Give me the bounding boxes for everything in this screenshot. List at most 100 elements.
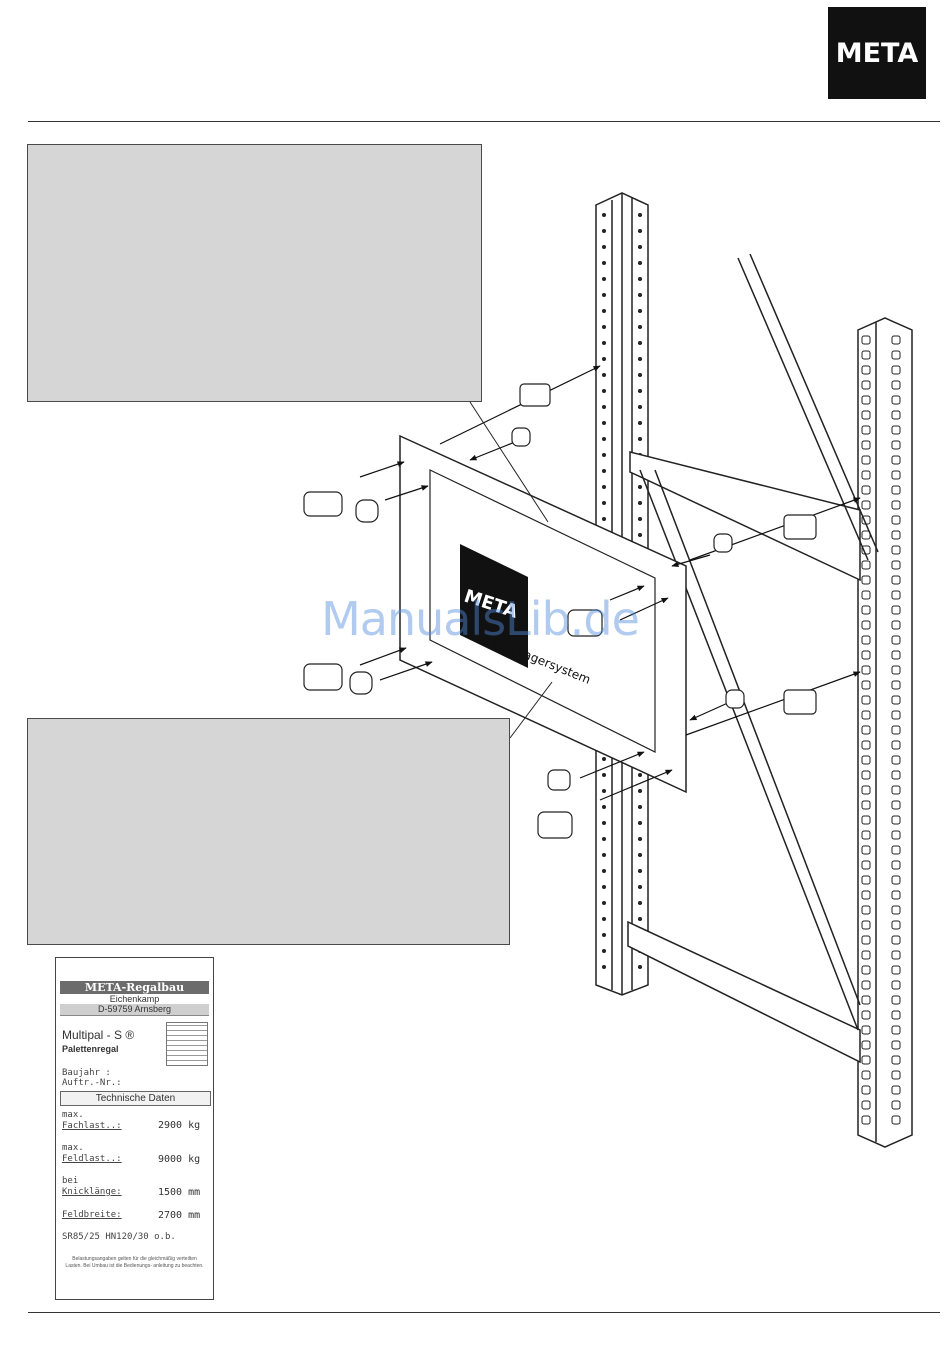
nameplate-product: Multipal - S ® bbox=[62, 1028, 135, 1042]
header-rule bbox=[28, 121, 940, 122]
upright-slot bbox=[891, 875, 901, 885]
upright-hole bbox=[602, 469, 606, 473]
upright-hole bbox=[602, 901, 606, 905]
upright-hole bbox=[638, 773, 642, 777]
upright-slot bbox=[891, 545, 901, 555]
upright-hole bbox=[602, 277, 606, 281]
upright-slot bbox=[891, 365, 901, 375]
upright-hole bbox=[638, 789, 642, 793]
upright-hole bbox=[638, 821, 642, 825]
upright-hole bbox=[638, 277, 642, 281]
upright-slot bbox=[891, 1025, 901, 1035]
upright-slot bbox=[861, 500, 871, 510]
nameplate-city: D-59759 Arnsberg bbox=[60, 1004, 209, 1016]
upright-slot bbox=[891, 905, 901, 915]
upright-slot bbox=[861, 845, 871, 855]
upright-slot bbox=[861, 815, 871, 825]
upright-slot bbox=[861, 440, 871, 450]
upright-slot bbox=[891, 575, 901, 585]
upright-slot bbox=[861, 890, 871, 900]
upright-hole bbox=[638, 533, 642, 537]
upright-slot bbox=[861, 575, 871, 585]
upright-slot bbox=[861, 470, 871, 480]
upright-slot bbox=[861, 950, 871, 960]
upright-slot bbox=[891, 980, 901, 990]
upright-slot bbox=[891, 515, 901, 525]
upright-slot bbox=[891, 740, 901, 750]
nameplate-product-type: Palettenregal bbox=[62, 1044, 119, 1054]
instruction-box-top bbox=[27, 144, 482, 402]
row-label2: Fachlast..: bbox=[62, 1121, 122, 1131]
upright-slot bbox=[891, 1055, 901, 1065]
upright-hole bbox=[638, 917, 642, 921]
upright-slot bbox=[891, 470, 901, 480]
upright-slot bbox=[891, 800, 901, 810]
upright-hole bbox=[602, 485, 606, 489]
nameplate-baujahr: Baujahr : bbox=[62, 1068, 111, 1078]
upright-slot bbox=[861, 875, 871, 885]
upright-slot bbox=[861, 740, 871, 750]
upright-slot bbox=[891, 635, 901, 645]
upright-hole bbox=[638, 293, 642, 297]
upright-hole bbox=[602, 325, 606, 329]
nameplate-tech-header: Technische Daten bbox=[60, 1091, 211, 1106]
upright-hole bbox=[638, 405, 642, 409]
upright-slot bbox=[891, 335, 901, 345]
nameplate-company: META-Regalbau bbox=[60, 981, 209, 994]
row-label1: max. bbox=[62, 1110, 84, 1120]
upright-slot bbox=[861, 920, 871, 930]
footer-rule bbox=[28, 1312, 940, 1313]
instruction-box-bottom bbox=[27, 718, 510, 945]
upright-slot bbox=[861, 800, 871, 810]
upright-slot bbox=[891, 530, 901, 540]
upright-slot bbox=[861, 335, 871, 345]
upright-hole bbox=[638, 357, 642, 361]
upright-hole bbox=[638, 885, 642, 889]
upright-hole bbox=[638, 341, 642, 345]
upright-slot bbox=[891, 770, 901, 780]
upright-slot bbox=[861, 635, 871, 645]
row-label1: max. bbox=[62, 1143, 84, 1153]
upright-slot bbox=[861, 695, 871, 705]
row-label2: Knicklänge: bbox=[62, 1187, 122, 1197]
upright-slot bbox=[891, 455, 901, 465]
upright-slot bbox=[891, 485, 901, 495]
upright-slot bbox=[891, 920, 901, 930]
upright-slot bbox=[891, 380, 901, 390]
upright-slot bbox=[891, 590, 901, 600]
upright-slot bbox=[861, 905, 871, 915]
upright-slot bbox=[891, 755, 901, 765]
upright-slot bbox=[861, 830, 871, 840]
upright-slot bbox=[861, 1070, 871, 1080]
upright-hole bbox=[638, 325, 642, 329]
upright-hole bbox=[602, 213, 606, 217]
upright-slot bbox=[861, 980, 871, 990]
meta-logo-text: META bbox=[835, 37, 919, 69]
upright-slot bbox=[891, 1040, 901, 1050]
upright-slot bbox=[861, 1115, 871, 1125]
upright-slot bbox=[891, 935, 901, 945]
nameplate-spec-line: SR85/25 HN120/30 o.b. bbox=[62, 1232, 176, 1242]
upright-slot bbox=[891, 395, 901, 405]
upright-hole bbox=[638, 517, 642, 521]
row-label2: Feldlast..: bbox=[62, 1154, 122, 1164]
upright-hole bbox=[638, 485, 642, 489]
upright-slot bbox=[861, 770, 871, 780]
upright-hole bbox=[638, 901, 642, 905]
upright-slot bbox=[861, 455, 871, 465]
upright-slot bbox=[861, 725, 871, 735]
upright-slot bbox=[861, 365, 871, 375]
upright-slot bbox=[891, 1115, 901, 1125]
upright-hole bbox=[638, 965, 642, 969]
upright-slot bbox=[891, 1100, 901, 1110]
upright-slot bbox=[891, 695, 901, 705]
upright-hole bbox=[602, 869, 606, 873]
upright-slot bbox=[861, 860, 871, 870]
upright-slot bbox=[891, 500, 901, 510]
frame-beams bbox=[627, 451, 861, 1064]
upright-hole bbox=[602, 309, 606, 313]
upright-hole bbox=[638, 853, 642, 857]
watermark: ManualsLib.de bbox=[321, 592, 640, 646]
upright-hole bbox=[602, 965, 606, 969]
